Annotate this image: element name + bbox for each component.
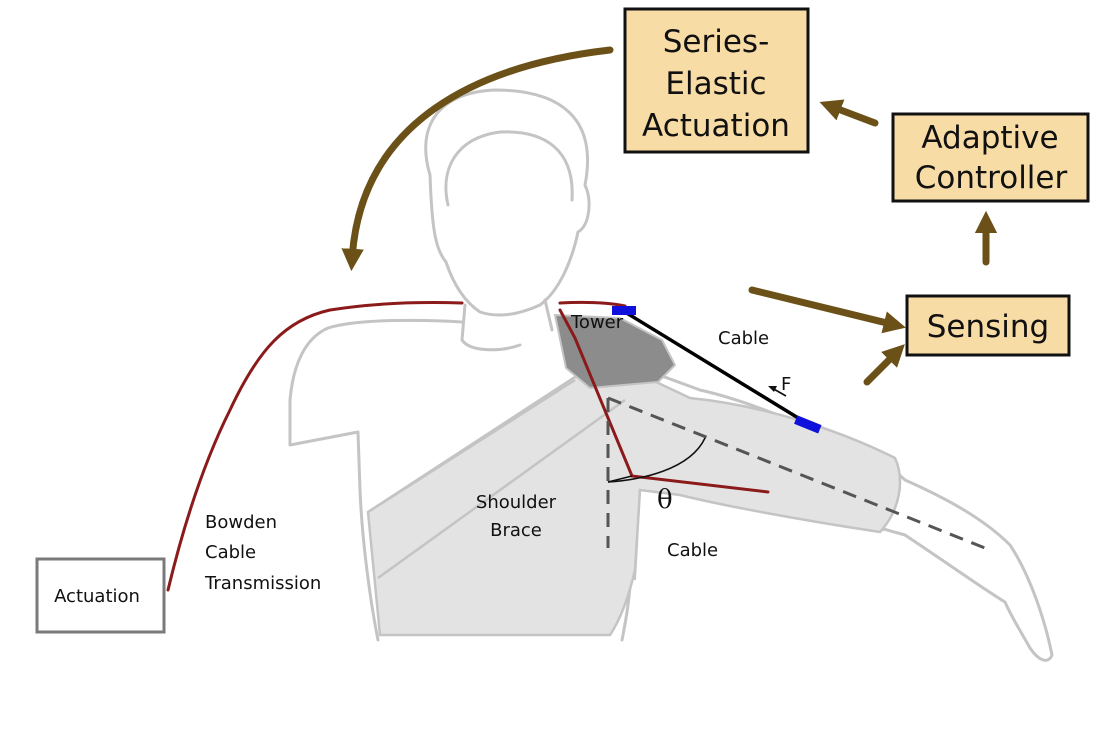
flow-arrows xyxy=(341,46,998,386)
tower-label: Tower xyxy=(570,312,624,333)
tendon-cable xyxy=(624,310,809,426)
series-elastic-actuation-box: Series- Elastic Actuation xyxy=(623,7,810,154)
bowden-label-line-1: Bowden xyxy=(205,512,277,533)
theta-label: θ xyxy=(657,485,673,515)
tower-anchor xyxy=(612,306,636,315)
sea-label-line-1: Series- xyxy=(663,24,770,60)
controller-to-sea-arrow xyxy=(819,99,879,127)
shoulder-brace-group xyxy=(366,366,902,637)
adaptive-controller-box: Adaptive Controller xyxy=(891,112,1090,203)
sensing-box: Sensing xyxy=(905,294,1071,357)
bowden-cable xyxy=(166,300,770,592)
cable-lower-label: Cable xyxy=(667,540,718,561)
controller-label-line-1: Adaptive xyxy=(921,120,1058,156)
sea-label-line-3: Actuation xyxy=(642,108,790,144)
arm-anchor xyxy=(794,415,822,434)
hairline xyxy=(444,130,574,207)
actuation-box: Actuation xyxy=(35,557,166,634)
bowden-label-line-2: Cable xyxy=(205,542,256,563)
shoulder-brace-label-line-2: Brace xyxy=(490,520,542,541)
bowden-cable-shoulder xyxy=(558,300,627,308)
brace-cable xyxy=(558,308,770,494)
brace-inner-edge xyxy=(634,489,641,581)
left-shoulder xyxy=(288,318,464,642)
sensing-label: Sensing xyxy=(927,309,1050,345)
theta-arc xyxy=(607,437,706,483)
theta-base-line xyxy=(607,475,633,483)
bowden-cable-line xyxy=(166,301,464,592)
arrow-up-left-icon xyxy=(768,386,787,397)
shoulder-brace-label-line-1: Shoulder xyxy=(476,492,557,513)
head-outline xyxy=(424,88,591,317)
tower-block xyxy=(553,313,677,390)
force-label: F xyxy=(781,374,791,395)
cable-to-sensing-arrow xyxy=(748,286,906,334)
brace-strap-line-lower xyxy=(377,398,626,580)
neck-right xyxy=(543,298,554,332)
arm-to-sensing-arrow xyxy=(863,344,905,386)
actuation-label: Actuation xyxy=(54,586,140,607)
curved-arrow-icon xyxy=(341,46,614,272)
brace-strap-line-upper xyxy=(367,378,576,514)
neck-left xyxy=(460,303,522,352)
controller-label-line-2: Controller xyxy=(915,160,1068,196)
cable-upper-label: Cable xyxy=(718,328,769,349)
sea-label-line-2: Elastic xyxy=(665,66,766,102)
bowden-label-line-3: Transmission xyxy=(204,573,321,594)
